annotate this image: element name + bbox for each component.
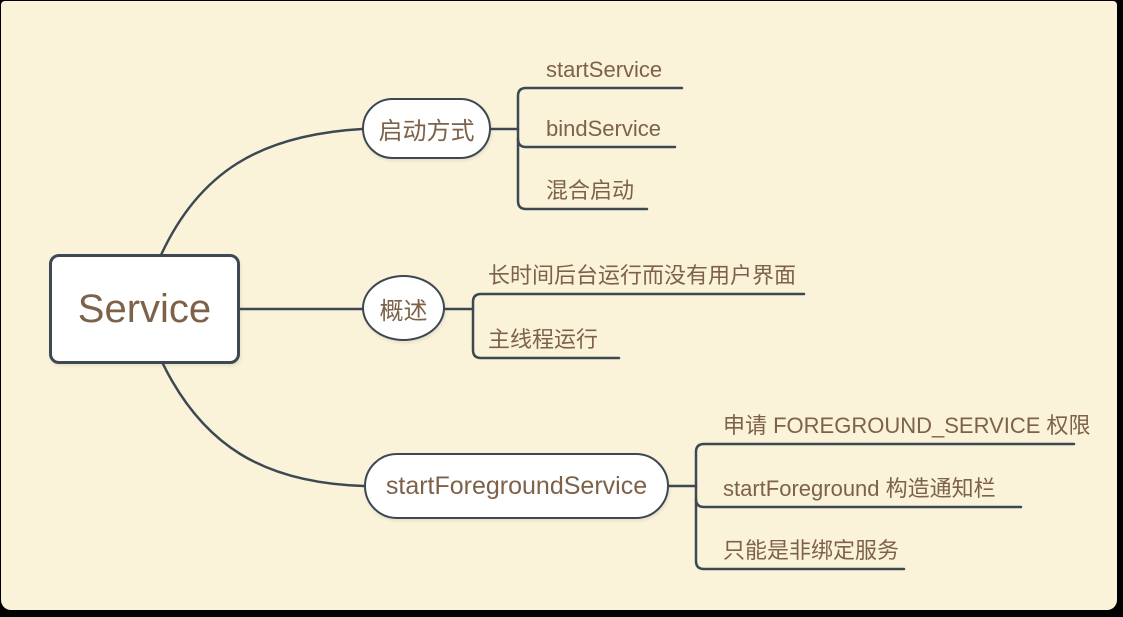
child-topic-background-no-ui[interactable]: 长时间后台运行而没有用户界面	[488, 263, 797, 288]
root-topic-label: Service	[77, 286, 212, 331]
child-topic-start-foreground-notify[interactable]: startForeground 构造通知栏	[723, 476, 996, 501]
branch-topic-label: 启动方式	[378, 118, 475, 145]
branch-topic-label: 概述	[379, 297, 428, 325]
child-topic-bind-service[interactable]: bindService	[546, 116, 661, 141]
root-topic-service[interactable]: Service	[49, 254, 240, 364]
root-to-branch-3-curve	[161, 362, 366, 488]
child-topic-main-thread[interactable]: 主线程运行	[488, 327, 599, 352]
child-topic-mixed-start[interactable]: 混合启动	[546, 178, 635, 203]
branch-topic-start-foreground-service[interactable]: startForegroundService	[364, 453, 669, 519]
child-topic-start-service[interactable]: startService	[546, 57, 663, 82]
root-to-branch-1-curve	[159, 127, 364, 257]
child-topic-unbound-only[interactable]: 只能是非绑定服务	[723, 538, 900, 563]
branch-topic-overview[interactable]: 概述	[362, 275, 445, 341]
child-topic-foreground-permission[interactable]: 申请 FOREGROUND_SERVICE 权限	[723, 413, 1091, 438]
branch-topic-startup-methods[interactable]: 启动方式	[362, 98, 491, 159]
branch-topic-label: startForegroundService	[385, 471, 648, 500]
